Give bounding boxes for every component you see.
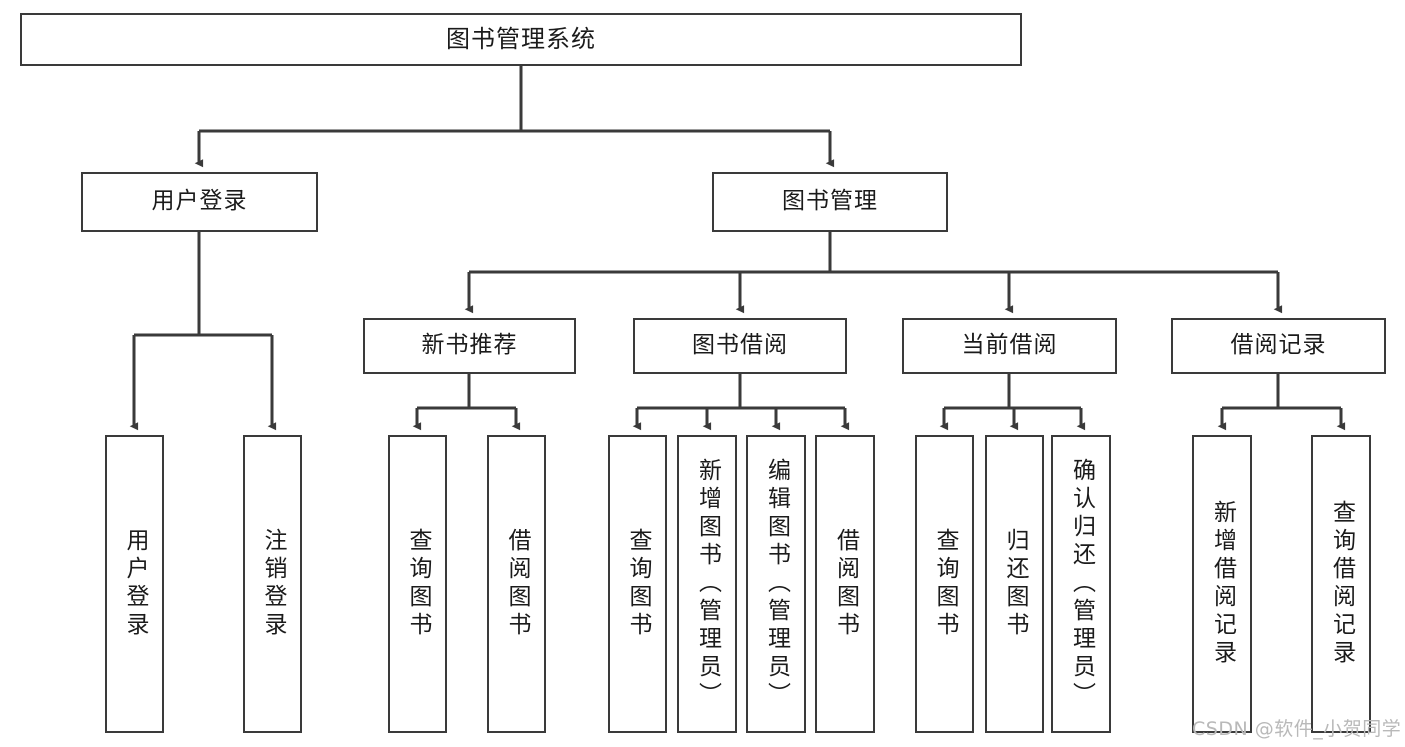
node-level2-book-borrow-label: 图书借阅	[692, 332, 788, 359]
node-leaf-confirm-return-admin-label: 确认归还（管理员）	[1068, 458, 1095, 710]
node-leaf-edit-book-admin[interactable]: 编辑图书（管理员）	[746, 435, 806, 733]
node-leaf-user-login[interactable]: 用户登录	[105, 435, 164, 733]
node-leaf-add-book-admin[interactable]: 新增图书（管理员）	[677, 435, 737, 733]
node-level1-user-login[interactable]: 用户登录	[81, 172, 318, 232]
node-level1-book-management[interactable]: 图书管理	[712, 172, 948, 232]
node-root[interactable]: 图书管理系统	[20, 13, 1022, 66]
node-leaf-borrow-book-recommend-label: 借阅图书	[504, 528, 530, 640]
node-leaf-query-borrow-record-label: 查询借阅记录	[1328, 500, 1355, 668]
node-leaf-user-login-label: 用户登录	[122, 528, 148, 640]
node-leaf-query-book-recommend[interactable]: 查询图书	[388, 435, 447, 733]
node-leaf-confirm-return-admin[interactable]: 确认归还（管理员）	[1051, 435, 1111, 733]
csdn-watermark: CSDN @软件_小贺同学	[1192, 718, 1402, 740]
node-leaf-query-book-borrow[interactable]: 查询图书	[608, 435, 667, 733]
node-leaf-query-book-borrow-label: 查询图书	[625, 528, 651, 640]
node-leaf-edit-book-admin-label: 编辑图书（管理员）	[763, 458, 790, 710]
node-leaf-borrow-book[interactable]: 借阅图书	[815, 435, 875, 733]
node-leaf-logout-label: 注销登录	[260, 528, 286, 640]
node-level1-book-management-label: 图书管理	[782, 188, 878, 215]
node-leaf-return-book-label: 归还图书	[1002, 528, 1028, 640]
node-level1-user-login-label: 用户登录	[151, 188, 248, 215]
node-level2-borrow-record-label: 借阅记录	[1230, 332, 1327, 359]
node-level2-current-borrow-label: 当前借阅	[961, 332, 1058, 359]
node-level2-current-borrow[interactable]: 当前借阅	[902, 318, 1117, 374]
node-leaf-return-book[interactable]: 归还图书	[985, 435, 1044, 733]
node-leaf-query-borrow-record[interactable]: 查询借阅记录	[1311, 435, 1371, 733]
node-leaf-add-borrow-record[interactable]: 新增借阅记录	[1192, 435, 1252, 733]
node-leaf-add-borrow-record-label: 新增借阅记录	[1209, 500, 1236, 668]
node-level2-new-book-recommend-label: 新书推荐	[421, 332, 518, 359]
node-leaf-logout[interactable]: 注销登录	[243, 435, 302, 733]
node-leaf-query-book-current[interactable]: 查询图书	[915, 435, 974, 733]
node-leaf-borrow-book-label: 借阅图书	[832, 528, 859, 640]
node-root-label: 图书管理系统	[446, 25, 596, 54]
node-level2-borrow-record[interactable]: 借阅记录	[1171, 318, 1386, 374]
node-leaf-add-book-admin-label: 新增图书（管理员）	[694, 458, 721, 710]
node-level2-book-borrow[interactable]: 图书借阅	[633, 318, 847, 374]
node-leaf-query-book-current-label: 查询图书	[932, 528, 958, 640]
node-leaf-query-book-recommend-label: 查询图书	[405, 528, 431, 640]
node-level2-new-book-recommend[interactable]: 新书推荐	[363, 318, 576, 374]
node-leaf-borrow-book-recommend[interactable]: 借阅图书	[487, 435, 546, 733]
